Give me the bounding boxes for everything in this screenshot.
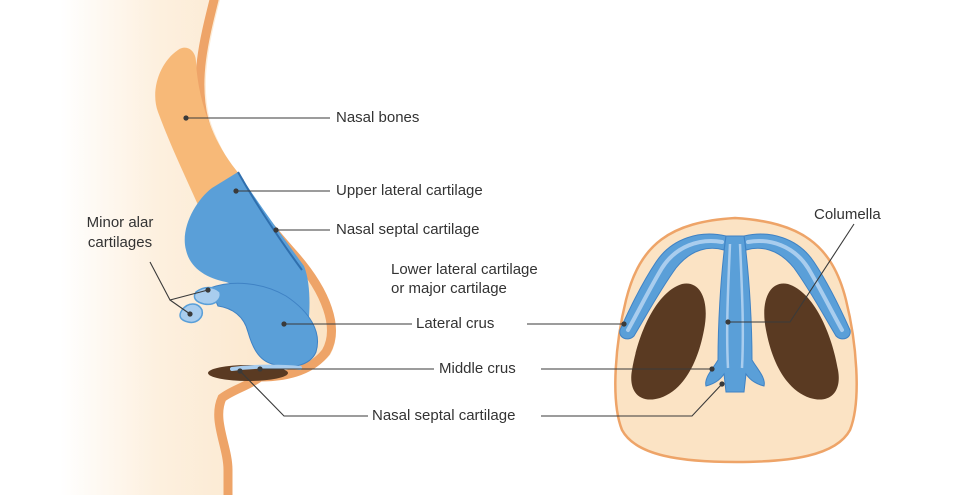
base-right-crus-highlight [746, 239, 844, 332]
base-left-crus-highlight [626, 239, 724, 332]
base-right-nostril [764, 283, 839, 400]
label-middle-crus: Middle crus [439, 360, 516, 377]
leader-dot-minor-alar-1 [205, 287, 211, 293]
leader-septal-bottom-base [541, 383, 723, 417]
label-nasal-septal-cartilage-bottom: Nasal septal cartilage [372, 407, 516, 424]
septal-cartilage-strip [237, 171, 303, 271]
leader-dot-minor-alar-2 [187, 311, 193, 317]
leader-dot-columella [725, 319, 731, 325]
leader-dot-septal-bottom-side [237, 368, 243, 374]
label-minor-alar-line1: Minor alar [86, 214, 154, 231]
label-lower-lateral-line1: Lower lateral cartilage [391, 261, 538, 278]
leader-dot-nasal-bones [183, 115, 189, 121]
base-columella-highlight [725, 243, 745, 369]
leader-minor-alar-2 [169, 299, 191, 315]
leader-dot-lateral-crus-base [621, 321, 627, 327]
middle-crus-strip [230, 364, 302, 371]
leader-septal-bottom-side [239, 370, 368, 417]
base-medial-crura [705, 235, 765, 393]
label-minor-alar-line2: cartilages [87, 234, 153, 251]
label-columella: Columella [814, 206, 881, 223]
base-left-lateral-crus [619, 233, 727, 340]
leader-dot-middle-crus-base [709, 366, 715, 372]
label-upper-lateral-cartilage: Upper lateral cartilage [336, 182, 483, 199]
leader-dot-lateral-crus-side [281, 321, 287, 327]
base-right-lateral-crus [743, 233, 851, 340]
leader-dot-upper-lateral [233, 188, 239, 194]
lower-lateral-cartilage-shape [209, 282, 318, 368]
label-lateral-crus: Lateral crus [416, 315, 495, 332]
label-nasal-septal-cartilage-side: Nasal septal cartilage [336, 221, 480, 238]
leader-dot-septal-bottom-base [719, 381, 725, 387]
leader-dot-middle-crus-side [257, 366, 263, 372]
leader-dot-septal-side [273, 227, 279, 233]
nasal-bones [155, 47, 244, 214]
label-nasal-bones: Nasal bones [336, 109, 420, 126]
leader-columella [728, 223, 855, 323]
label-lower-lateral-line2: or major cartilage [391, 280, 507, 297]
base-left-nostril [631, 283, 706, 400]
